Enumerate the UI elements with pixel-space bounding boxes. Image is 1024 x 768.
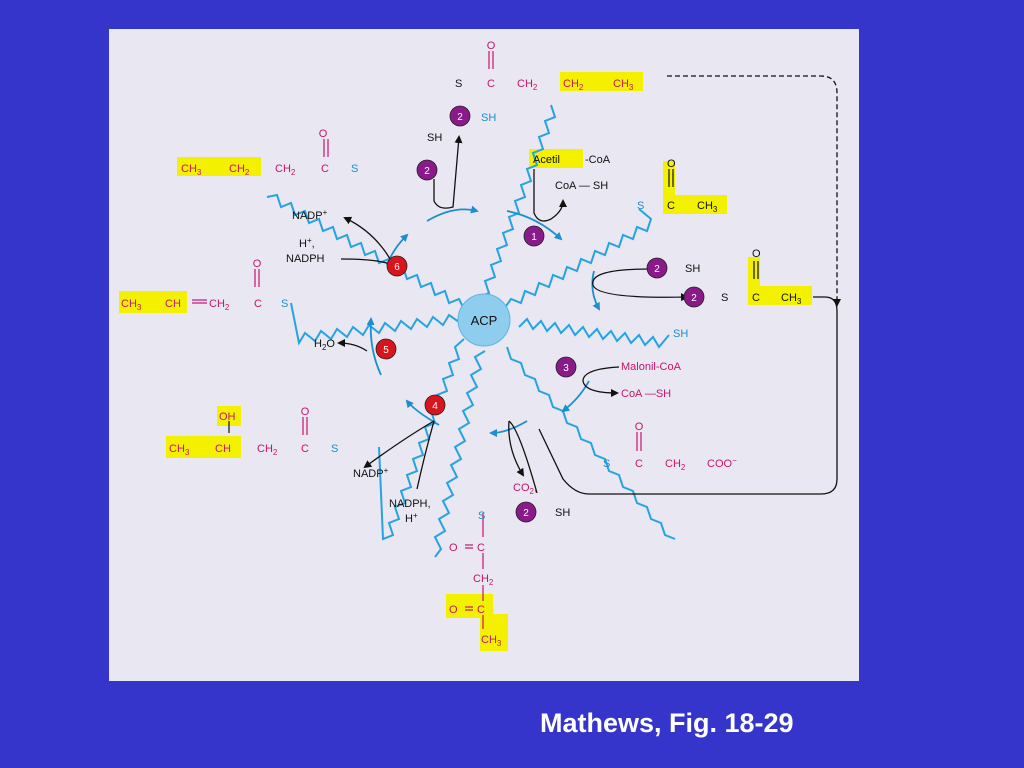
acetyl2-c: C [752, 292, 760, 304]
acetyl-ch3: CH3 [697, 200, 718, 214]
crotonyl-ch: CH [165, 298, 181, 310]
nadp-top: NADP+ [292, 208, 328, 222]
side-arrows [337, 75, 841, 495]
nadph-bottom-group: NADP+ NADPH, H+ [353, 466, 431, 525]
top-sh: SH [481, 112, 496, 124]
acetyl-c: C [667, 200, 675, 212]
nadph-bottom: NADPH, [389, 498, 431, 510]
acetyl2-o: O [752, 248, 761, 260]
co2-label: CO2, [513, 482, 537, 496]
fatty-acid-synthesis-diagram: ACP 2 [119, 40, 841, 651]
hydroxy-o: O [301, 406, 310, 418]
malonyl-coa-group: Malonil-CoA CoA —SH [621, 361, 682, 400]
acetyl-s-group: O S C CH3 [637, 158, 718, 214]
sh-e2-bottom: SH [555, 507, 570, 519]
malonyl-acp-group: O S C CH2 COO− [603, 421, 737, 472]
butyryl-s: S [351, 163, 358, 175]
acetyl2-s: S [721, 292, 728, 304]
enzyme-4: 4 [432, 401, 438, 412]
enzyme-2-right: 2 [654, 264, 660, 275]
nadph-top: NADPH [286, 253, 325, 265]
h2o-label: H2O [314, 338, 335, 352]
h-top: H+, [299, 236, 315, 250]
aceto-c2: C [477, 604, 485, 616]
aceto-s: S [478, 510, 485, 522]
enzyme-2-top-left: 2 [424, 166, 430, 177]
aceto-o2: O [449, 604, 458, 616]
bond-lines [192, 51, 642, 629]
malonyl-c: C [635, 458, 643, 470]
acetil-label: Acetil [533, 154, 560, 166]
top-thioester: O S C CH2 CH2 CH3 SH SH [427, 40, 634, 144]
sh-e2-right: SH [685, 263, 700, 275]
acetyl-coa-group: Acetil -CoA CoA — SH [533, 154, 611, 192]
hydroxy-ch: CH [215, 443, 231, 455]
malonyl-s: S [603, 458, 610, 470]
figure-panel: ACP 2 [109, 29, 859, 681]
acetyl-s: S [637, 200, 644, 212]
hydroxy-s: S [331, 443, 338, 455]
top-c: C [487, 78, 495, 90]
enzyme-5: 5 [383, 345, 389, 356]
aceto-o1: O [449, 542, 458, 554]
crotonyl-ch3: CH3 [121, 298, 142, 312]
butyryl-c: C [321, 163, 329, 175]
enzyme-6: 6 [394, 262, 400, 273]
enzyme-3: 3 [563, 363, 569, 374]
butyryl-o: O [319, 128, 328, 140]
enzyme-2-top: 2 [457, 112, 463, 123]
malonyl-coo: COO− [707, 456, 737, 470]
aceto-ch3: CH3 [481, 634, 502, 648]
butyryl-ch3: CH3 [181, 163, 202, 177]
top-ch2: CH2 [517, 78, 538, 92]
sh-right: SH [673, 328, 688, 340]
acp-label: ACP [471, 313, 498, 328]
hydroxy-oh: OH [219, 411, 236, 423]
butyryl-group: O CH3 CH2 CH2 C S [181, 128, 358, 177]
butyryl-ch2b: CH2 [275, 163, 296, 177]
aceto-ch2: CH2 [473, 573, 494, 587]
top-hl-ch2: CH2 [563, 78, 584, 92]
nadp-bottom: NADP+ [353, 466, 389, 480]
hydroxy-ch2: CH2 [257, 443, 278, 457]
enzyme-2-bottom: 2 [523, 508, 529, 519]
butyryl-ch2: CH2 [229, 163, 250, 177]
black-bond-lines [228, 169, 759, 433]
enzyme-1: 1 [531, 232, 537, 243]
crotonyl-group: O CH3 CH CH2 C S [121, 258, 288, 312]
enzyme-circles [375, 105, 705, 523]
acetyl2-ch3: CH3 [781, 292, 802, 306]
top-left-sh: SH [427, 132, 442, 144]
hydroxyacyl-group: OH O CH3 CH CH2 C S [169, 406, 338, 457]
malonil-coa: Malonil-CoA [621, 361, 682, 373]
malonyl-o: O [635, 421, 644, 433]
acetoacetyl-group: S O C CH2 O C CH3 [449, 510, 502, 648]
right-groups: SH S O C CH3 SH [673, 248, 802, 340]
coa-sh-2: CoA —SH [621, 388, 671, 400]
top-o: O [487, 40, 496, 52]
enzyme-numbers: 2 2 1 6 2 2 5 3 4 2 [383, 112, 697, 519]
crotonyl-c: C [254, 298, 262, 310]
acetil-coa-label: -CoA [585, 154, 611, 166]
top-s: S [455, 78, 462, 90]
h-bottom: H+ [405, 511, 418, 525]
malonyl-ch2: CH2 [665, 458, 686, 472]
hydroxy-ch3: CH3 [169, 443, 190, 457]
co2-group: CO2, SH [513, 482, 570, 519]
top-hl-ch3: CH3 [613, 78, 634, 92]
figure-caption: Mathews, Fig. 18-29 [540, 708, 794, 738]
nadph-top-group: NADP+ H+, NADPH [286, 208, 328, 265]
highlight-boxes [119, 72, 812, 651]
h2o-group: H2O [314, 338, 335, 352]
hydroxy-c: C [301, 443, 309, 455]
acetyl-o: O [667, 158, 676, 170]
enzyme-2-acetyl: 2 [691, 293, 697, 304]
crotonyl-s: S [281, 298, 288, 310]
coa-sh-1: CoA — SH [555, 180, 608, 192]
crotonyl-ch2: CH2 [209, 298, 230, 312]
acp-center [457, 293, 511, 347]
aceto-c1: C [477, 542, 485, 554]
crotonyl-o: O [253, 258, 262, 270]
